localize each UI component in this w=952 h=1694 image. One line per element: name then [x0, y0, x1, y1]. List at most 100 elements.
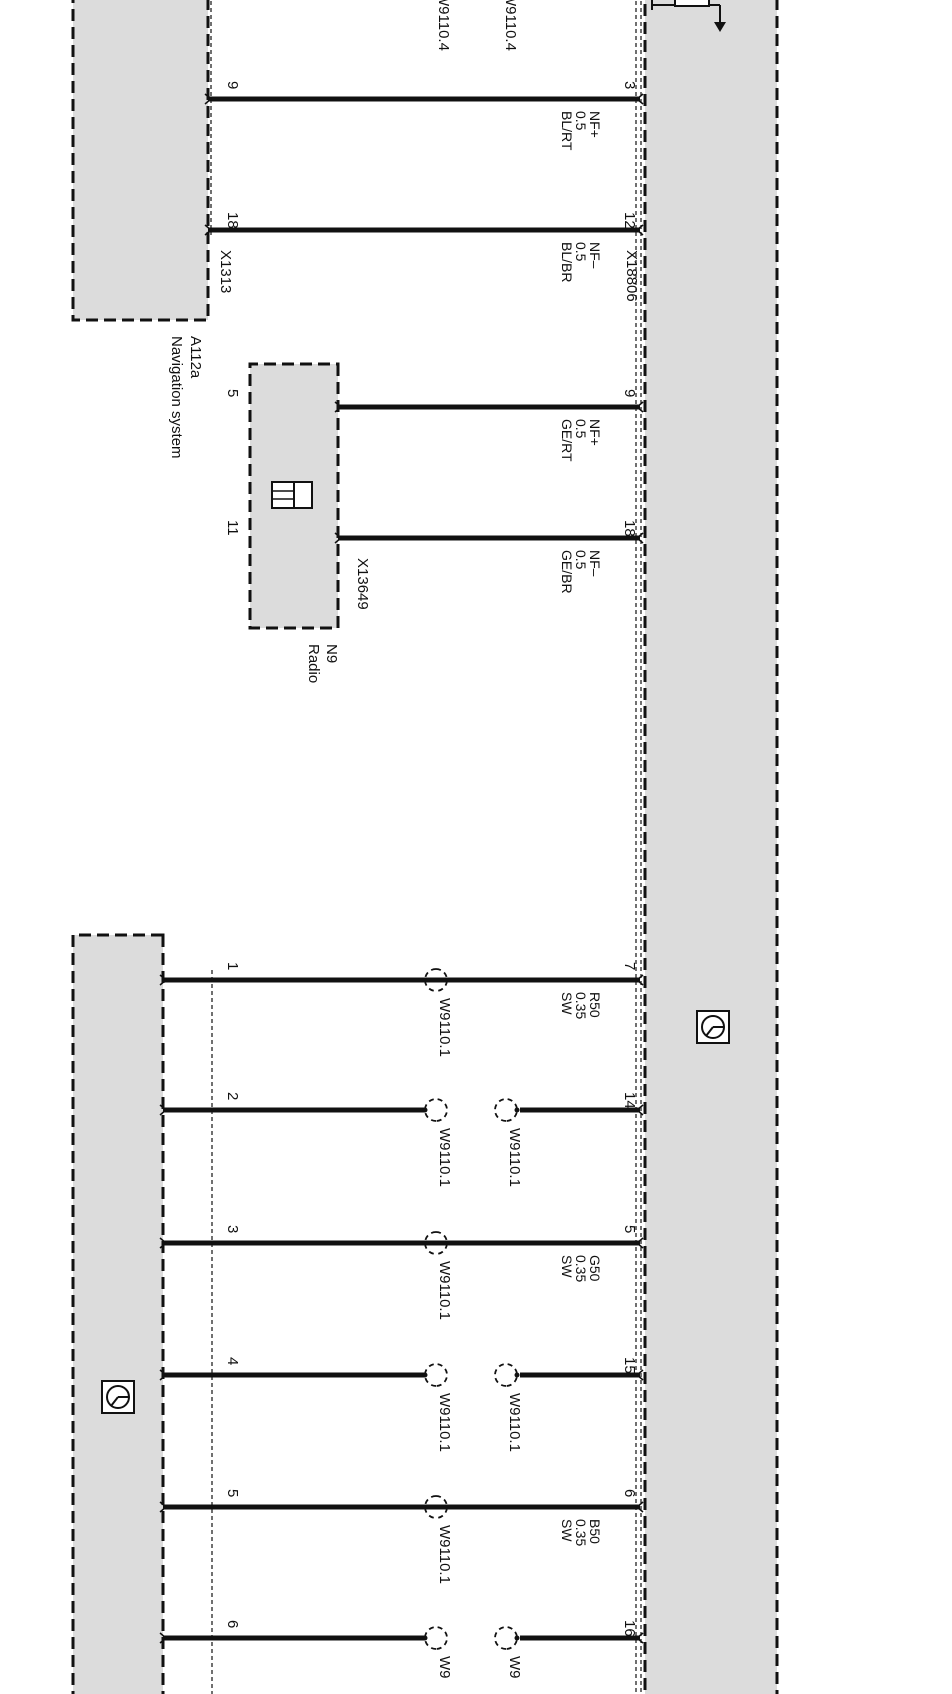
shield-label: W9110.1 — [436, 1393, 453, 1452]
wire-color-label: SW — [559, 992, 575, 1015]
terminal-mark — [159, 1237, 168, 1249]
shield-label: W9110.1 — [436, 1261, 453, 1320]
connector-x1313-label: X1313 — [217, 250, 234, 293]
terminal-mark — [635, 974, 644, 986]
terminal-mark — [635, 93, 644, 105]
wire-signal-label: R50 — [587, 992, 603, 1018]
lower-display-module-icon — [101, 1380, 135, 1414]
terminal-mark — [635, 1632, 644, 1644]
wire-signal-label: B50 — [587, 1519, 603, 1544]
shield-dot — [422, 1107, 428, 1113]
shield-label: W9110.1 — [436, 1525, 453, 1584]
shield-arc — [435, 968, 448, 992]
shield-label: W9 — [436, 1656, 453, 1679]
wire-color-label: BL/RT — [559, 111, 575, 151]
terminal-mark — [159, 1369, 168, 1381]
right-pin-label: 16 — [621, 1620, 638, 1637]
right-pin-label: 6 — [621, 1489, 638, 1497]
terminal-mark — [635, 224, 644, 236]
shield-label: W9110.1 — [506, 1128, 523, 1187]
wire-size-label: 0.5 — [573, 419, 589, 439]
left-pin-label: 2 — [224, 1092, 241, 1100]
shield-label: W9 — [506, 1656, 523, 1679]
connector-x18806-label: X18806 — [623, 250, 640, 302]
shield-dot — [422, 1635, 428, 1641]
terminal-mark — [635, 1237, 644, 1249]
wire-signal-label: NF– — [587, 550, 603, 577]
shield-dot — [422, 1372, 428, 1378]
shield-arc — [424, 968, 437, 992]
connector-x13649-label: X13649 — [354, 558, 371, 610]
wire-color-label: SW — [559, 1255, 575, 1278]
shield-circle — [424, 1626, 448, 1650]
navigation-id-label: A112a — [187, 336, 204, 379]
left-pin-label: 9 — [224, 81, 241, 89]
shield-arc — [424, 1495, 437, 1519]
right-pin-label: 7 — [621, 962, 638, 970]
wire-size-label: 0.35 — [573, 992, 589, 1019]
left-pin-label: 1 — [224, 962, 241, 970]
terminal-mark — [635, 1501, 644, 1513]
radio-name-label: Radio — [305, 644, 322, 683]
wire-color-label: GE/BR — [559, 550, 575, 594]
right-pin-label: 5 — [621, 1225, 638, 1233]
radio-id-label: N9 — [323, 644, 340, 663]
wire-size-label: 0.5 — [573, 111, 589, 131]
wire-signal-label: NF+ — [587, 419, 603, 446]
shield-arc — [424, 1231, 437, 1255]
shield-dot — [514, 1372, 520, 1378]
wire-size-label: 0.5 — [573, 550, 589, 570]
wire-color-label: BL/BR — [559, 242, 575, 282]
terminal-mark — [159, 974, 168, 986]
shield-label: W9110.1 — [436, 998, 453, 1057]
wire-size-label: 0.5 — [573, 242, 589, 262]
right-pin-label: 9 — [621, 389, 638, 397]
wire-group: 39NF+0.5BL/RT1218NF–0.5BL/BR95NF+0.5GE/R… — [159, 81, 644, 1644]
right-pin-label: 18 — [621, 520, 638, 537]
shield-circle — [424, 1363, 448, 1387]
terminal-mark — [159, 1632, 168, 1644]
left-pin-label: 3 — [224, 1225, 241, 1233]
terminal-mark — [159, 1501, 168, 1513]
terminal-mark — [635, 532, 644, 544]
wire-color-label: GE/RT — [559, 419, 575, 462]
terminal-mark — [334, 401, 343, 413]
shield-label: W9110.1 — [506, 1393, 523, 1452]
left-pin-label: 6 — [224, 1620, 241, 1628]
terminal-mark — [204, 224, 213, 236]
speaker-icon — [271, 481, 313, 509]
wire-color-label: SW — [559, 1519, 575, 1542]
right-pin-label: 3 — [621, 81, 638, 89]
shield-dot — [514, 1107, 520, 1113]
wire-signal-label: NF– — [587, 242, 603, 269]
display-module-icon — [696, 1010, 730, 1044]
left-pin-label: 4 — [224, 1357, 241, 1365]
shield-label-top-right: W9110.4 — [502, 0, 519, 51]
left-pin-label: 18 — [224, 212, 241, 229]
shield-arc — [435, 1495, 448, 1519]
navigation-name-label: Navigation system — [168, 336, 185, 459]
shield-label-top-left: W9110.4 — [435, 0, 452, 51]
shield-dot — [514, 1635, 520, 1641]
right-pin-label: 14 — [621, 1092, 638, 1109]
resistor-ground-icon — [651, 0, 726, 32]
shield-circle — [494, 1098, 518, 1122]
navigation-module-box — [71, 0, 210, 322]
left-pin-label: 5 — [224, 389, 241, 397]
left-pin-label: 5 — [224, 1489, 241, 1497]
terminal-mark — [204, 93, 213, 105]
wire-size-label: 0.35 — [573, 1255, 589, 1282]
right-pin-label: 12 — [621, 212, 638, 229]
wire-size-label: 0.35 — [573, 1519, 589, 1546]
shield-label: W9110.1 — [436, 1128, 453, 1187]
shield-arc — [435, 1231, 448, 1255]
terminal-mark — [635, 1369, 644, 1381]
terminal-mark — [635, 401, 644, 413]
shield-circle — [494, 1363, 518, 1387]
terminal-mark — [334, 532, 343, 544]
shield-circle — [424, 1098, 448, 1122]
wire-signal-label: NF+ — [587, 111, 603, 138]
wire-signal-label: G50 — [587, 1255, 603, 1282]
